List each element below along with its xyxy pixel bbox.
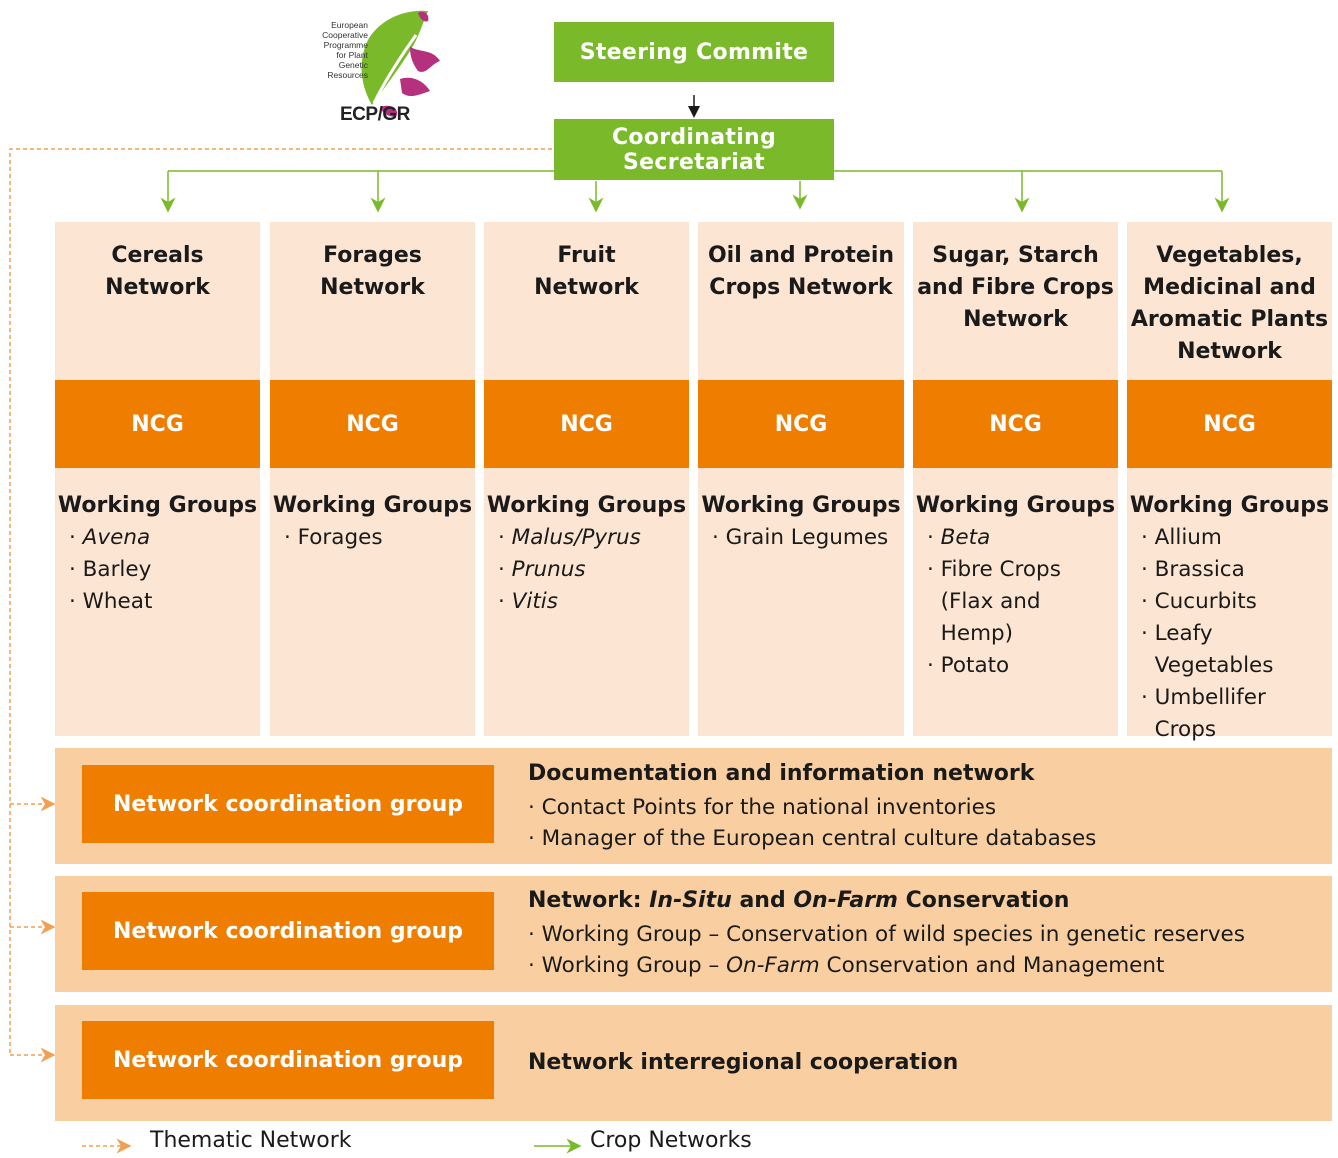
steering-committee-box: Steering Commite (554, 22, 834, 82)
band-line: · Working Group – On-Farm Conservation a… (528, 953, 1165, 978)
working-groups-box: Working Groups · Forages (270, 468, 475, 736)
working-group-item: · Avena (69, 525, 151, 550)
band-title-interregional: Network interregional cooperation (528, 1050, 959, 1075)
working-groups-heading: Working Groups (915, 493, 1116, 518)
working-group-item: · Umbellifer Crops (1141, 685, 1266, 742)
ncg-box-conservation: Network coordination group (82, 892, 494, 970)
ncg-box-interregional: Network coordination group (82, 1021, 494, 1099)
working-group-item: · Fibre Crops (Flax and Hemp) (927, 557, 1061, 646)
band-title-conservation: Network: In-Situ and On-Farm Conservatio… (528, 888, 1070, 913)
working-groups-heading: Working Groups (1129, 493, 1330, 518)
working-group-list: · Allium · Brassica · Cucurbits · Leafy Veg… (1141, 522, 1332, 746)
working-group-item: · Forages (284, 525, 383, 550)
working-group-item: · Potato (927, 653, 1010, 678)
working-groups-box: Working Groups · Beta · Fibre Crops (Flax … (913, 468, 1118, 736)
logo-text: European Cooperative Programme for Plant… (322, 20, 368, 80)
working-groups-box: Working Groups · Grain Legumes (698, 468, 904, 736)
ncg-box: NCG (913, 380, 1118, 468)
ncg-box: NCG (1127, 380, 1332, 468)
thematic-network-line (9, 148, 552, 1055)
ncg-box: NCG (698, 380, 904, 468)
ncg-box: NCG (484, 380, 689, 468)
working-group-item: · Malus/Pyrus (498, 525, 641, 550)
working-groups-heading: Working Groups (57, 493, 258, 518)
ncg-box-documentation: Network coordination group (82, 765, 494, 843)
working-group-item: · Prunus (498, 557, 586, 582)
band-line: · Working Group – Conservation of wild s… (528, 922, 1245, 947)
working-groups-box: Working Groups · Malus/Pyrus · Prunus · Vit… (484, 468, 689, 736)
working-group-item: · Brassica (1141, 557, 1245, 582)
working-groups-heading: Working Groups (272, 493, 473, 518)
working-groups-heading: Working Groups (486, 493, 687, 518)
working-group-list: · Malus/Pyrus · Prunus · Vitis (498, 522, 689, 618)
working-group-item: · Beta (927, 525, 991, 550)
leaf-logo-icon (361, 10, 440, 117)
working-group-item: · Allium (1141, 525, 1222, 550)
working-group-item: · Wheat (69, 589, 153, 614)
working-group-list: · Forages (284, 522, 475, 554)
working-group-list: · Grain Legumes (712, 522, 904, 554)
logo-wordmark: ECP/GR (340, 104, 410, 125)
ncg-box: NCG (270, 380, 475, 468)
steering-label: Steering Commite (579, 39, 809, 65)
working-group-list: · Beta · Fibre Crops (Flax and Hemp) · Pot… (927, 522, 1118, 682)
legend-crop-label: Crop Networks (590, 1128, 752, 1153)
ecpgr-logo (300, 5, 450, 133)
working-group-item: · Vitis (498, 589, 558, 614)
working-groups-box: Working Groups · Avena · Barley · Wheat (55, 468, 260, 736)
working-group-item: · Cucurbits (1141, 589, 1257, 614)
coordinating-secretariat-box: Coordinating Secretariat (554, 119, 834, 180)
band-title-documentation: Documentation and information network (528, 761, 1035, 786)
working-group-item: · Grain Legumes (712, 525, 889, 550)
legend-thematic-label: Thematic Network (150, 1128, 352, 1153)
working-group-item: · Barley (69, 557, 152, 582)
secretariat-label: Coordinating Secretariat (611, 124, 777, 175)
band-line: · Contact Points for the national invent… (528, 795, 997, 820)
band-line: · Manager of the European central cultur… (528, 826, 1097, 851)
ncg-box: NCG (55, 380, 260, 468)
working-group-item: · Leafy Vegetables (1141, 621, 1274, 678)
working-groups-box: Working Groups · Allium · Brassica · Cucurb… (1127, 468, 1332, 742)
working-group-list: · Avena · Barley · Wheat (69, 522, 260, 618)
working-groups-heading: Working Groups (701, 493, 901, 518)
